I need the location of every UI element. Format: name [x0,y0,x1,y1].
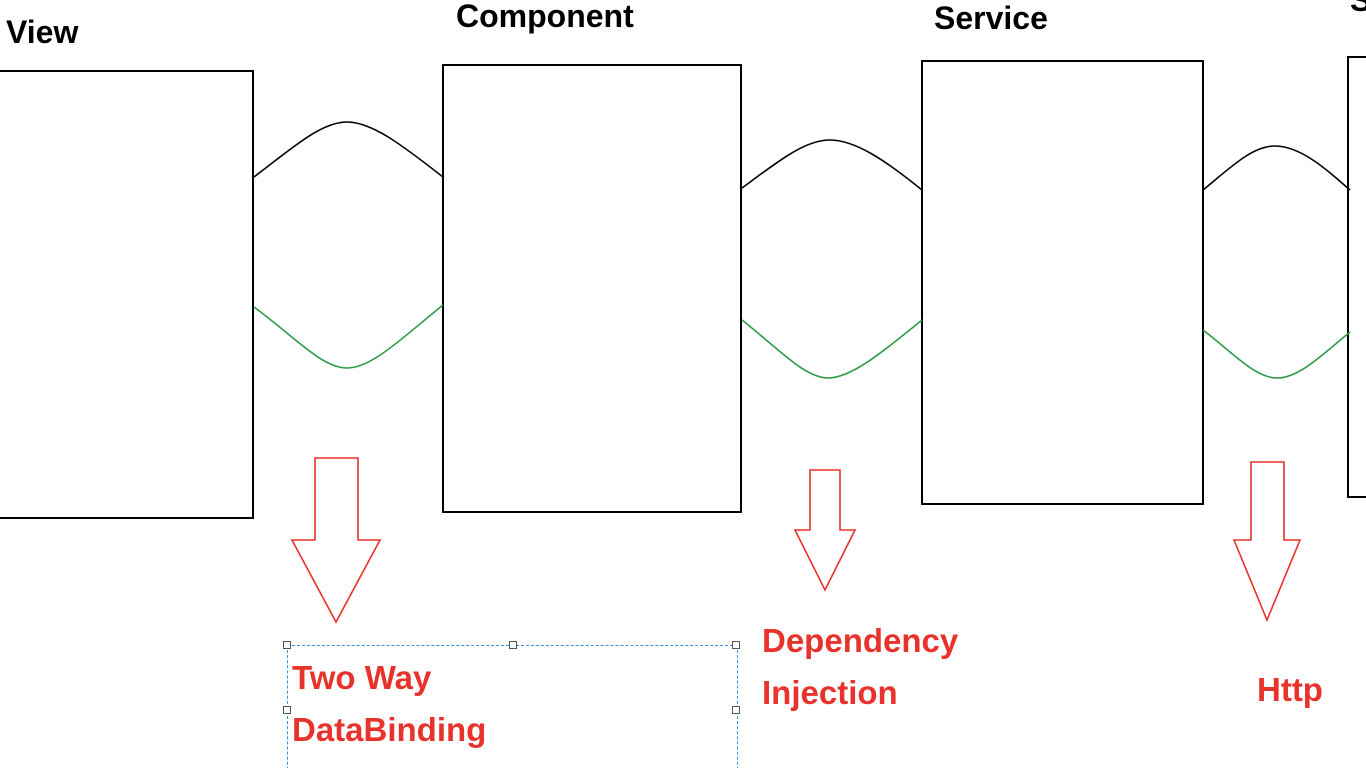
component-title: Component [456,0,634,34]
service-box [921,60,1204,505]
injection-line: Injection [762,674,898,711]
http-label: Http [1257,664,1323,716]
component-box [442,64,742,513]
service-title: Service [934,0,1048,36]
resize-handle-top-right[interactable] [732,641,740,649]
view-title: View [6,14,79,50]
resize-handle-top-left[interactable] [283,641,291,649]
dependency-line: Dependency [762,622,959,659]
response-wave-service-server [1202,329,1351,379]
request-wave-component-service [741,139,923,191]
response-wave-view-component [253,304,444,369]
resize-handle-top-middle[interactable] [509,641,517,649]
arrow-dependency-injection [793,469,857,592]
arrow-http [1232,461,1302,623]
http-line: Http [1257,671,1323,708]
response-wave-component-service [741,319,923,379]
two-way-databinding-label[interactable]: Two Way DataBinding [292,652,486,756]
arrow-two-way-databinding [290,457,382,624]
two-way-line: Two Way [292,659,432,696]
dependency-injection-label: Dependency Injection [762,615,958,719]
databinding-line: DataBinding [292,711,487,748]
server-title: S [1350,0,1366,18]
request-wave-view-component [253,121,444,178]
resize-handle-middle-left[interactable] [283,706,291,714]
view-box [0,70,254,519]
request-wave-service-server [1202,145,1351,191]
server-box [1347,56,1366,498]
resize-handle-middle-right[interactable] [732,706,740,714]
